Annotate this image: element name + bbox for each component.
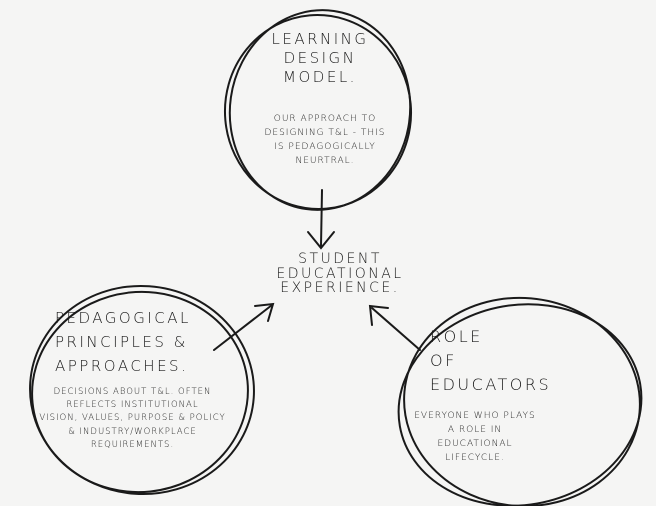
top-circle-body: Our approach to designing T&L - this is … (264, 114, 386, 166)
top-circle-title: Learning Design Model. (271, 30, 369, 86)
top-circle-outline (223, 9, 413, 211)
arrow-top-to-center (307, 189, 335, 250)
left-circle-body: Decisions about T&L. Often reflects inst… (39, 387, 226, 450)
right-circle-title: Role of Educators (430, 327, 552, 394)
center-label: Student Educational Experience. (276, 251, 404, 297)
arrow-right-to-center (368, 304, 421, 351)
left-circle-outline (29, 284, 255, 496)
left-circle-title: Pedagogical Principles & Approaches. (55, 309, 191, 375)
arrow-left-to-center (213, 302, 275, 351)
right-circle-body: Everyone who plays a role in educational… (414, 411, 536, 463)
